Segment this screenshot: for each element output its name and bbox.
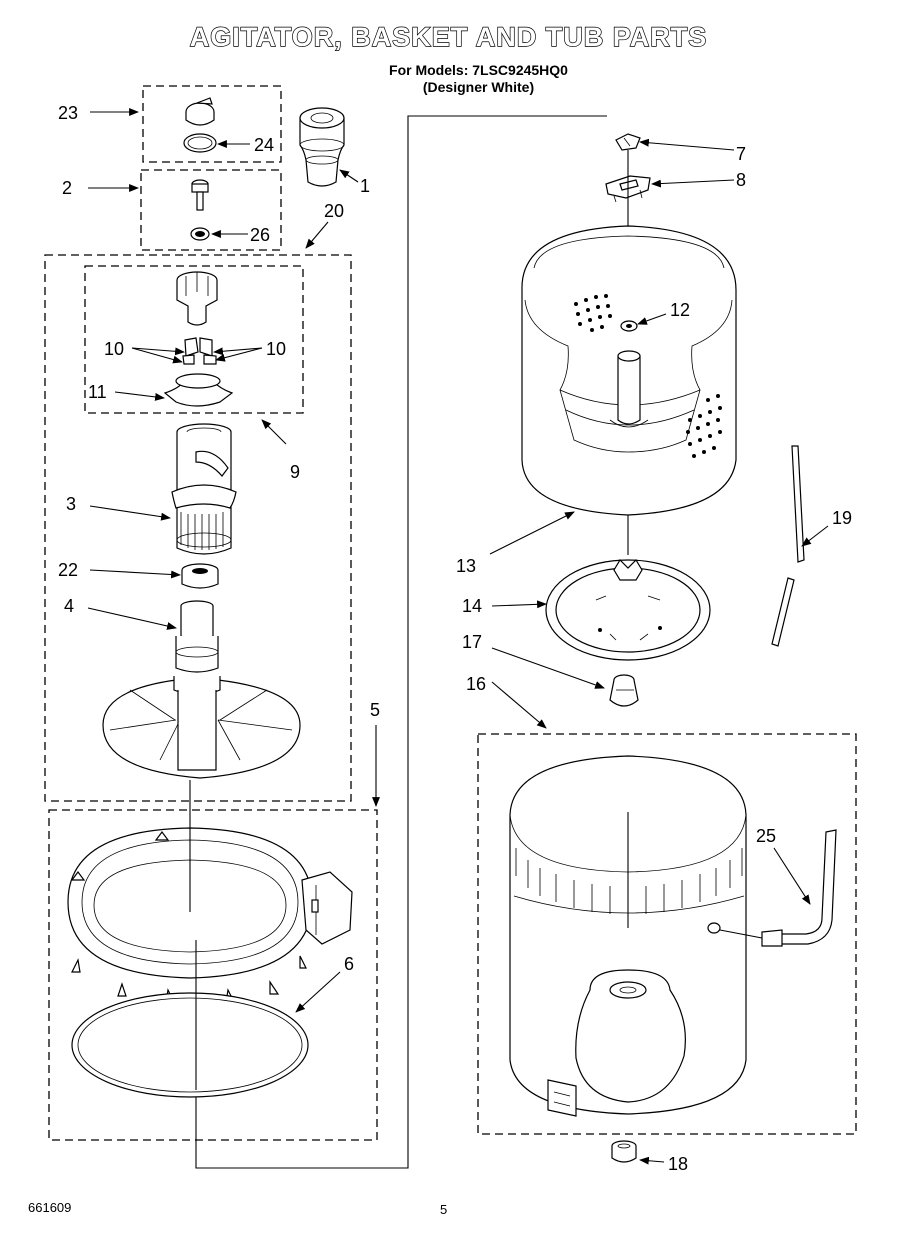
part-4-lower-agitator	[102, 600, 301, 779]
group-box-2	[140, 169, 282, 251]
models-line: For Models: 7LSC9245HQ0	[389, 62, 568, 78]
part-23-cap	[185, 97, 215, 126]
part-26-washer	[190, 227, 210, 241]
callout-24: 24	[254, 135, 274, 155]
callout-12: 12	[670, 300, 690, 320]
callout-20: 20	[324, 201, 344, 221]
callout-25: 25	[756, 826, 776, 846]
part-10-dogs	[182, 337, 217, 365]
part-13-spin-basket	[521, 225, 737, 516]
callout-26: 26	[250, 225, 270, 245]
part-2-bolt	[191, 179, 209, 211]
callout-23: 23	[58, 103, 78, 123]
callout-11: 11	[88, 382, 107, 402]
callout-6: 6	[344, 954, 354, 974]
callout-9: 9	[290, 462, 300, 482]
part-18-drain-plug	[611, 1140, 637, 1163]
callout-10-right: 10	[266, 339, 286, 359]
group-box-16	[477, 733, 857, 1135]
basket-perforations	[574, 294, 722, 458]
callout-10-left: 10	[104, 339, 124, 359]
callout-17: 17	[462, 632, 482, 652]
group-box-20	[44, 254, 352, 802]
page-title: AGITATOR, BASKET AND TUB PARTS	[189, 21, 708, 52]
finish-line: (Designer White)	[422, 79, 535, 95]
callout-1: 1	[360, 176, 370, 196]
callout-5: 5	[370, 700, 380, 720]
callout-19: 19	[832, 508, 852, 528]
callout-14: 14	[462, 596, 482, 616]
part-14-drive-hub	[545, 559, 711, 661]
part-19-drain-hose-segments	[771, 445, 805, 647]
callout-18: 18	[668, 1154, 688, 1174]
part-24-seal-ring	[183, 133, 217, 153]
callout-22: 22	[58, 560, 78, 580]
part-3-agitator-barrel	[171, 423, 237, 555]
callout-2: 2	[62, 178, 72, 198]
page-number: 5	[440, 1202, 448, 1217]
part-5-tub-ring	[67, 827, 353, 1003]
part-1-dispenser-cup	[299, 107, 345, 187]
part-25-pressure-hose	[719, 829, 837, 947]
callout-8: 8	[736, 170, 746, 190]
part-22-bearing	[181, 563, 219, 589]
assembly-connector-line	[195, 115, 607, 1169]
document-number: 661609	[28, 1200, 72, 1215]
callout-13: 13	[456, 556, 476, 576]
callout-16: 16	[466, 674, 486, 694]
part-6-tub-seal	[71, 992, 309, 1098]
group-box-9	[84, 265, 304, 414]
callout-4: 4	[64, 596, 74, 616]
group-box-23	[142, 85, 282, 163]
part-17-drive-adapter	[609, 674, 639, 707]
part-7-clip	[615, 133, 641, 151]
part-16-outer-tub	[509, 755, 747, 1117]
part-11-cam-ring	[163, 373, 234, 407]
part-9-upper-agitator-cam	[176, 271, 218, 326]
group-box-5	[48, 809, 378, 1141]
callout-3: 3	[66, 494, 76, 514]
callout-7: 7	[736, 144, 746, 164]
